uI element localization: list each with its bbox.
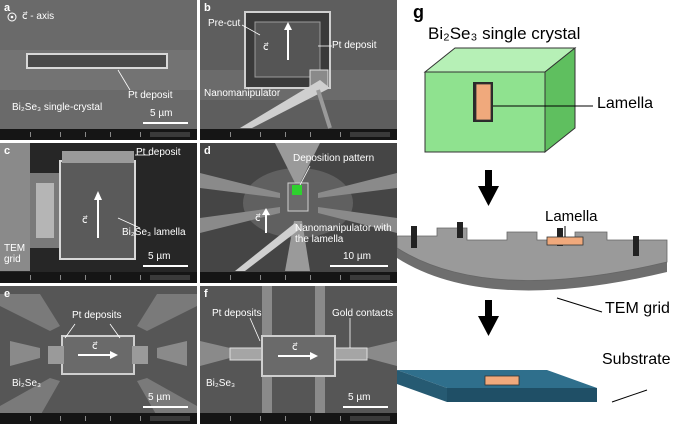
panel-b-letter: b xyxy=(204,2,211,14)
panel-b-c-label: c⃗ xyxy=(263,42,269,53)
panel-c-scale-bar xyxy=(143,265,188,267)
panel-e-scale-bar xyxy=(143,406,188,408)
panel-c-letter: c xyxy=(4,145,11,157)
substrate-front xyxy=(447,388,597,402)
panel-e-sem-image xyxy=(0,286,197,424)
crystal-lamella xyxy=(475,83,492,121)
panel-f-letter: f xyxy=(204,288,208,300)
grid-pointer xyxy=(556,297,603,313)
panel-f-scale-bar xyxy=(343,406,388,408)
tem-grid-bottom xyxy=(397,248,667,291)
panel-e-info-bar xyxy=(0,413,197,424)
schematic-grid-label: TEM grid xyxy=(605,300,670,317)
panel-e-c-label: c⃗ xyxy=(92,341,98,352)
panel-d-letter: d xyxy=(204,145,211,157)
grid-lamella xyxy=(546,236,584,246)
panel-d-c-label: c⃗ xyxy=(255,213,261,224)
schematic-crystal-title: Bi₂Se₃ single crystal xyxy=(428,24,581,43)
panel-a: a c⃗ - axis Pt deposit Bi₂Se₃ single-cry… xyxy=(0,0,197,140)
panel-f-mat-label: Bi₂Se₃ xyxy=(206,378,236,389)
panel-e-pt-label: Pt deposits xyxy=(72,310,122,321)
panel-a-scale-label: 5 µm xyxy=(150,108,173,119)
panel-d-manip-label: Nanomanipulator with the lamella xyxy=(295,223,392,245)
panel-e: e Pt deposits c⃗ Bi₂Se₃ 5 µm xyxy=(0,286,197,424)
schematic-diagram xyxy=(397,46,668,403)
panel-f: f Pt deposits Gold contacts c⃗ Bi₂Se₃ 5 … xyxy=(200,286,397,424)
panel-e-scale-label: 5 µm xyxy=(148,392,171,403)
substrate-lamella xyxy=(484,375,520,386)
arrow-down-icon-2 xyxy=(478,316,499,336)
panel-d-info-bar xyxy=(200,272,397,283)
panel-b-info-bar xyxy=(200,129,397,140)
panel-b-pt-label: Pt deposit xyxy=(332,40,377,51)
panel-b-precut-label: Pre-cut xyxy=(208,18,241,29)
panel-d-pattern-label: Deposition pattern xyxy=(293,153,375,164)
panel-c-info-bar xyxy=(0,272,197,283)
panel-f-pt-label: Pt deposits xyxy=(212,308,262,319)
panel-a-scale-bar xyxy=(143,122,188,124)
panel-f-sem-image xyxy=(200,286,397,424)
substrate-pointer xyxy=(611,389,648,403)
panel-c-c-label: c⃗ xyxy=(82,215,88,226)
panel-c-sem-image xyxy=(0,143,197,283)
panel-c-scale-label: 5 µm xyxy=(148,251,171,262)
panel-g-letter: g xyxy=(413,2,424,22)
panel-c-pt-label: Pt deposit xyxy=(136,147,181,158)
panel-f-scale-label: 5 µm xyxy=(348,392,371,403)
panel-e-letter: e xyxy=(4,288,11,300)
panel-b-manip-label: Nanomanipulator xyxy=(204,88,281,99)
schematic-substrate-label: Substrate xyxy=(602,351,671,368)
panel-d-sem-image xyxy=(200,143,397,283)
schematic-lamella-label-2: Lamella xyxy=(545,208,598,225)
panel-f-gold-label: Gold contacts xyxy=(332,308,394,319)
arrow-down-icon xyxy=(478,186,499,206)
panel-c-tem-label: TEM grid xyxy=(4,243,26,265)
panel-c: c Pt deposit c⃗ Bi₂Se₃ lamella TEM grid … xyxy=(0,143,197,283)
panel-f-info-bar xyxy=(200,413,397,424)
panel-b: b Pre-cut c⃗ Pt deposit Nanomanipulator xyxy=(200,0,397,140)
panel-a-crystal-label: Bi₂Se₃ single-crystal xyxy=(12,102,103,113)
panel-d-scale-label: 10 µm xyxy=(343,251,371,262)
substrate-left xyxy=(397,370,447,402)
panel-d: d Deposition pattern c⃗ Nanomanipulator … xyxy=(200,143,397,283)
panel-a-info-bar xyxy=(0,129,197,140)
panel-a-axis-label: c⃗ - axis xyxy=(22,11,55,22)
panel-b-sem-image xyxy=(200,0,397,140)
tem-grid-top xyxy=(397,227,668,281)
panel-a-pt-label: Pt deposit xyxy=(128,90,173,101)
panel-a-letter: a xyxy=(4,2,11,14)
panel-a-sem-image xyxy=(0,0,197,140)
panel-f-c-label: c⃗ xyxy=(292,342,298,353)
schematic-lamella-label-1: Lamella xyxy=(597,95,654,112)
panel-c-lamella-label: Bi₂Se₃ lamella xyxy=(122,227,186,238)
panel-e-mat-label: Bi₂Se₃ xyxy=(12,378,42,389)
panel-d-scale-bar xyxy=(330,265,388,267)
